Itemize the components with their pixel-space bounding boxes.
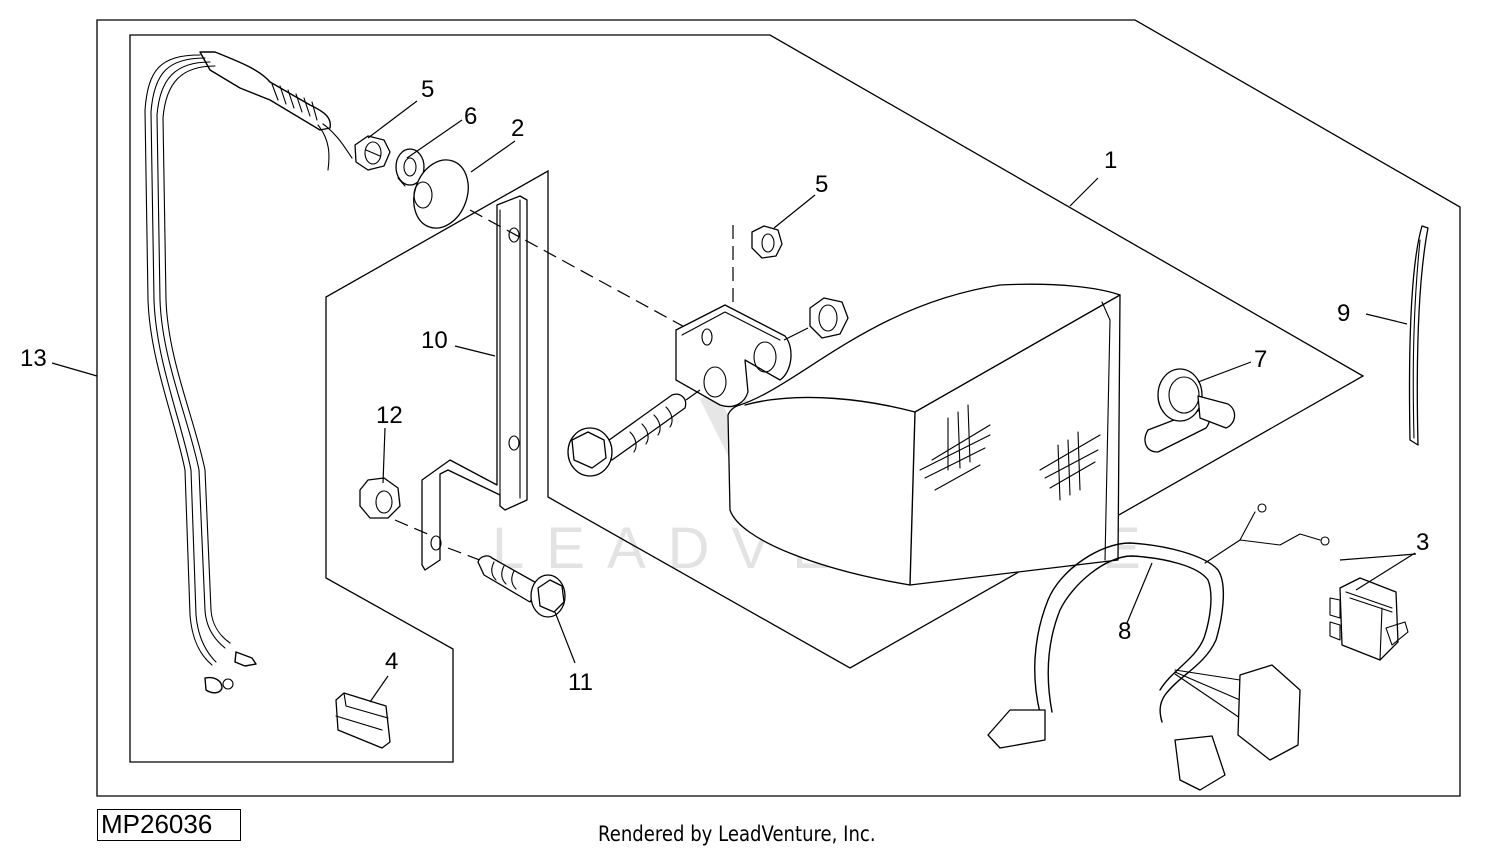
callout-11: 11 [568, 669, 593, 696]
hex-nut-5a [354, 135, 391, 171]
callout-5a: 5 [421, 76, 434, 103]
callout-12: 12 [376, 402, 403, 429]
callout-13: 13 [20, 345, 47, 372]
hex-nut-12 [359, 477, 401, 519]
callout-10: 10 [421, 327, 448, 354]
mounting-bracket-10 [421, 195, 528, 571]
figure-id: MP26036 [97, 809, 241, 841]
lock-washer-6 [395, 148, 425, 187]
callout-7: 7 [1254, 346, 1267, 373]
callout-3: 3 [1416, 529, 1429, 556]
callouts: 1 2 3 4 5 5 6 7 8 9 10 11 12 13 [20, 76, 1429, 696]
work-light-housing [727, 283, 1121, 586]
assembly-line [394, 519, 431, 536]
render-credit: Rendered by LeadVenture, Inc. [598, 822, 876, 846]
callout-5b: 5 [815, 171, 828, 198]
wiring-harness-8 [987, 503, 1330, 791]
callout-8: 8 [1118, 618, 1131, 645]
hex-nut-5b [751, 225, 783, 259]
cable-tie-9 [1408, 225, 1429, 446]
rocker-switch-3 [1329, 577, 1409, 661]
callout-9: 9 [1337, 300, 1350, 327]
callout-4: 4 [385, 648, 398, 675]
callout-2: 2 [511, 115, 524, 142]
outer-kit-frame [96, 19, 1461, 797]
bulb-socket-7 [1144, 368, 1236, 453]
leader-lines [51, 100, 1417, 703]
wire-lead [144, 51, 353, 694]
callout-1: 1 [1104, 147, 1117, 174]
callout-6: 6 [464, 103, 477, 130]
clevis-bracket [675, 304, 792, 408]
hex-nut [783, 297, 849, 341]
light-assembly-frame [129, 34, 1365, 763]
clip-4 [335, 692, 391, 749]
flat-washer-2 [413, 159, 469, 229]
flange-bolt-11 [477, 555, 566, 618]
flange-bolt [567, 389, 701, 477]
